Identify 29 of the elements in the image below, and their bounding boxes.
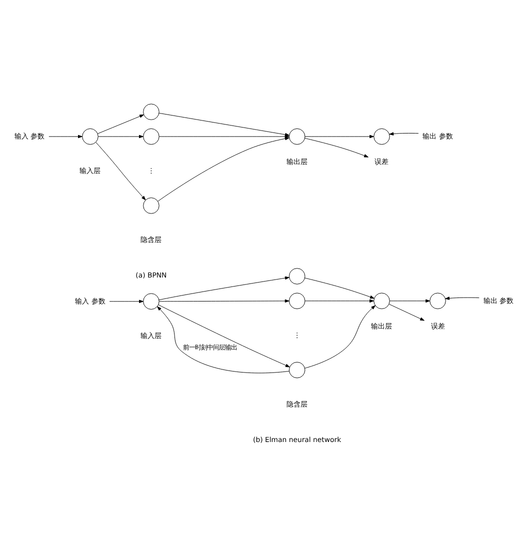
arrow bbox=[48, 134, 82, 138]
node-circle bbox=[143, 293, 160, 310]
arrow bbox=[304, 299, 374, 303]
arrow bbox=[304, 138, 368, 158]
arrow bbox=[159, 299, 290, 303]
node-circle bbox=[82, 128, 98, 145]
node-circle bbox=[143, 198, 160, 214]
arrow bbox=[388, 304, 425, 321]
arrow bbox=[97, 114, 144, 134]
node-circle bbox=[288, 292, 306, 310]
node-circle bbox=[374, 128, 390, 145]
arrow bbox=[98, 134, 144, 138]
arrow bbox=[389, 132, 419, 136]
node-circle bbox=[288, 268, 306, 284]
node-circle bbox=[143, 104, 160, 120]
arrow bbox=[158, 276, 290, 300]
arrow bbox=[304, 305, 376, 368]
node-circle bbox=[374, 292, 390, 310]
arrow bbox=[109, 300, 144, 304]
arrow bbox=[158, 136, 290, 202]
arrow bbox=[304, 134, 374, 138]
arrow bbox=[96, 142, 146, 200]
node-circle bbox=[430, 292, 446, 310]
arrow bbox=[304, 278, 374, 299]
arrow bbox=[389, 299, 430, 303]
arrow bbox=[445, 296, 480, 300]
node-circle bbox=[288, 362, 306, 378]
node-circle bbox=[143, 128, 160, 145]
node-circle bbox=[288, 128, 306, 145]
